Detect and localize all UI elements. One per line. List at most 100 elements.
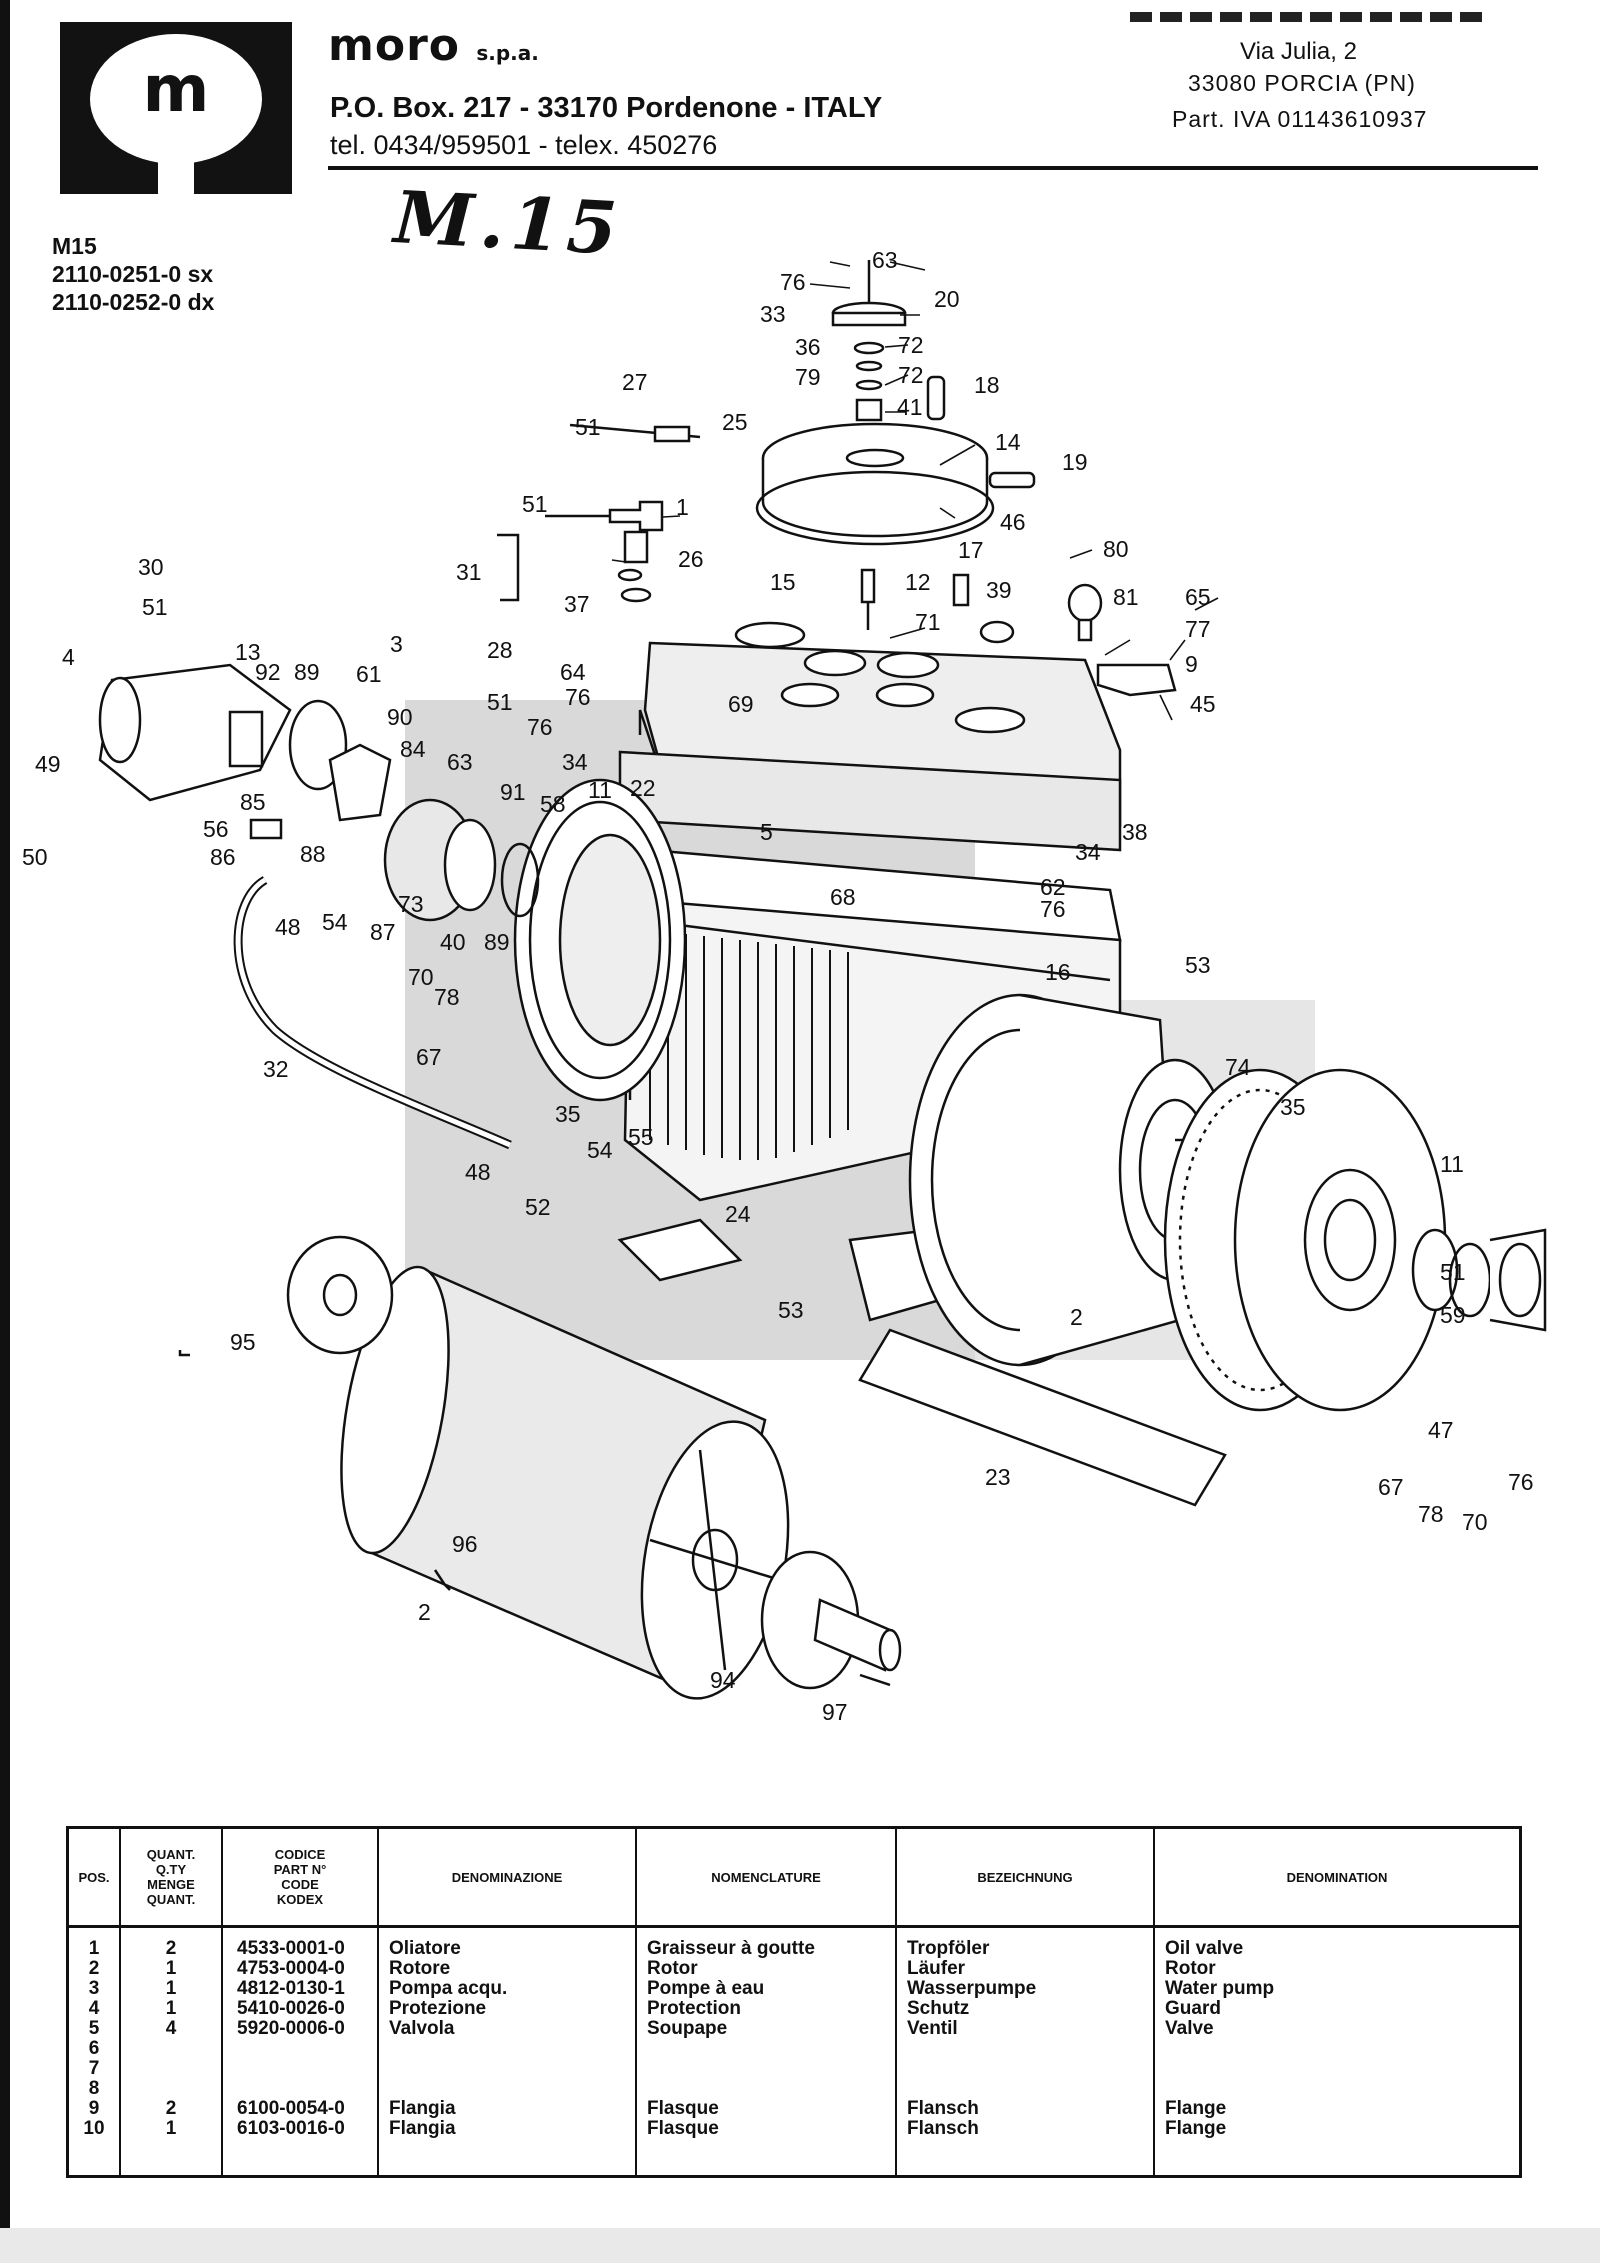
bolt-97 bbox=[859, 1673, 891, 1687]
callout-89: 89 bbox=[294, 659, 320, 685]
callout-4: 4 bbox=[62, 644, 75, 670]
callout-58: 58 bbox=[540, 791, 566, 817]
callout-85: 85 bbox=[240, 789, 266, 815]
cell-pos: 8 bbox=[88, 2078, 100, 2099]
col-divider bbox=[1153, 1829, 1155, 2175]
brand-word: moro bbox=[328, 20, 461, 71]
cell-de: Schutz bbox=[907, 1998, 970, 2019]
cell-pos: 5 bbox=[88, 2018, 100, 2039]
callout-18: 18 bbox=[974, 372, 1000, 398]
plate-23 bbox=[858, 1328, 1227, 1507]
cell-fr: Pompe à eau bbox=[647, 1978, 765, 1999]
callout-27: 27 bbox=[622, 369, 648, 395]
stamp-city: 33080 PORCIA (PN) bbox=[1188, 70, 1416, 96]
cell-code: 5410-0026-0 bbox=[237, 1998, 345, 2019]
callout-50: 50 bbox=[22, 844, 48, 870]
header-qty-it: QUANT. bbox=[146, 1847, 196, 1862]
col-divider bbox=[895, 1829, 897, 2175]
callout-70: 70 bbox=[408, 964, 434, 990]
callout-numbers: 63 76 20 33 36 72 79 72 41 18 27 51 25 1… bbox=[22, 247, 1534, 1725]
callout-16: 16 bbox=[1045, 959, 1071, 985]
cell-it: Flangia bbox=[389, 2098, 456, 2119]
callout-51: 51 bbox=[522, 491, 548, 517]
header-code: CODICE PART N° CODE KODEX bbox=[223, 1829, 377, 1925]
header-nomenclature: NOMENCLATURE bbox=[711, 1869, 821, 1885]
callout-15: 15 bbox=[770, 569, 796, 595]
callout-94: 94 bbox=[710, 1667, 736, 1693]
stamp-vat: Part. IVA 01143610937 bbox=[1172, 106, 1428, 132]
cell-it: Flangia bbox=[389, 2118, 456, 2139]
callout-49: 49 bbox=[35, 751, 61, 777]
callout-78: 78 bbox=[434, 984, 460, 1010]
moro-logo: m bbox=[60, 22, 292, 194]
callout-11: 11 bbox=[588, 777, 612, 803]
header-code-it: CODICE bbox=[274, 1847, 326, 1862]
table-row: 8 bbox=[69, 2079, 1519, 2099]
callout-70: 70 bbox=[1462, 1509, 1488, 1535]
callout-65: 65 bbox=[1185, 584, 1211, 610]
callout-78: 78 bbox=[1418, 1501, 1444, 1527]
stamp-street: Via Julia, 2 bbox=[1240, 38, 1357, 65]
col-divider bbox=[635, 1829, 637, 2175]
model-code-right: 2110-0252-0 dx bbox=[52, 289, 215, 315]
end-plate bbox=[1163, 1068, 1547, 1412]
logo-circle bbox=[90, 34, 262, 164]
header-code-en: PART N° bbox=[273, 1862, 327, 1877]
callout-34: 34 bbox=[562, 749, 588, 775]
table-row: 2 1 4753-0004-0 Rotore Rotor Läufer Roto… bbox=[69, 1959, 1519, 1979]
upper-housing bbox=[618, 568, 1122, 852]
callout-28: 28 bbox=[487, 637, 513, 663]
callout-2: 2 bbox=[1070, 1304, 1083, 1330]
callout-38: 38 bbox=[1122, 819, 1148, 845]
table-row: 1 2 4533-0001-0 Oliatore Graisseur à gou… bbox=[69, 1939, 1519, 1959]
cell-qty: 1 bbox=[165, 1978, 177, 1999]
cell-de: Wasserpumpe bbox=[907, 1978, 1037, 1999]
eye-bolt-81 bbox=[1067, 583, 1103, 642]
callout-33: 33 bbox=[760, 301, 786, 327]
callout-68: 68 bbox=[830, 884, 856, 910]
callout-3: 3 bbox=[390, 631, 403, 657]
cell-qty: 4 bbox=[165, 2018, 177, 2039]
callout-12: 12 bbox=[905, 569, 931, 595]
rotor-drum bbox=[340, 1265, 790, 1700]
cell-pos: 3 bbox=[88, 1978, 100, 1999]
callout-79: 79 bbox=[795, 364, 821, 390]
cell-en: Valve bbox=[1165, 2018, 1214, 2039]
callout-19: 19 bbox=[1062, 449, 1088, 475]
callout-54: 54 bbox=[322, 909, 348, 935]
callout-26: 26 bbox=[678, 546, 704, 572]
parts-table: POS. QUANT. Q.TY MENGE QUANT. CODICE PAR… bbox=[66, 1826, 1522, 2178]
header-denominazione: DENOMINAZIONE bbox=[451, 1869, 563, 1885]
scan-edge bbox=[0, 0, 10, 2263]
callout-20: 20 bbox=[934, 286, 960, 312]
callout-76: 76 bbox=[780, 269, 806, 295]
cell-it: Valvola bbox=[389, 2018, 455, 2039]
bracket-9 bbox=[1096, 663, 1177, 697]
cell-de: Tropföler bbox=[907, 1938, 990, 1959]
scan-bottom-margin bbox=[0, 2228, 1600, 2263]
callout-9: 9 bbox=[1185, 651, 1198, 677]
cell-code: 4812-0130-1 bbox=[237, 1978, 345, 1999]
exploded-pump-diagram: 63 76 20 33 36 72 79 72 41 18 27 51 25 1… bbox=[22, 247, 1547, 1725]
cell-pos: 10 bbox=[83, 2118, 105, 2139]
callout-86: 86 bbox=[210, 844, 236, 870]
callout-76: 76 bbox=[527, 714, 553, 740]
header-code-fr: CODE bbox=[281, 1877, 319, 1892]
cell-pos: 4 bbox=[88, 1998, 100, 2019]
plug-39 bbox=[979, 620, 1015, 644]
callout-95: 95 bbox=[230, 1329, 256, 1355]
flange-94 bbox=[760, 1550, 902, 1690]
callout-71: 71 bbox=[915, 609, 941, 635]
cell-en: Flange bbox=[1165, 2118, 1227, 2139]
callout-17: 17 bbox=[958, 537, 984, 563]
cell-de: Läufer bbox=[907, 1958, 966, 1979]
company-phone-telex: tel. 0434/959501 - telex. 450276 bbox=[330, 130, 718, 160]
callout-31: 31 bbox=[456, 559, 482, 585]
cell-it: Pompa acqu. bbox=[389, 1978, 508, 1999]
left-flange bbox=[513, 778, 687, 1102]
callout-97: 97 bbox=[822, 1699, 848, 1725]
cell-pos: 1 bbox=[88, 1938, 100, 1959]
cell-en: Oil valve bbox=[1165, 1938, 1244, 1959]
model-code-left: 2110-0251-0 sx bbox=[52, 261, 214, 287]
